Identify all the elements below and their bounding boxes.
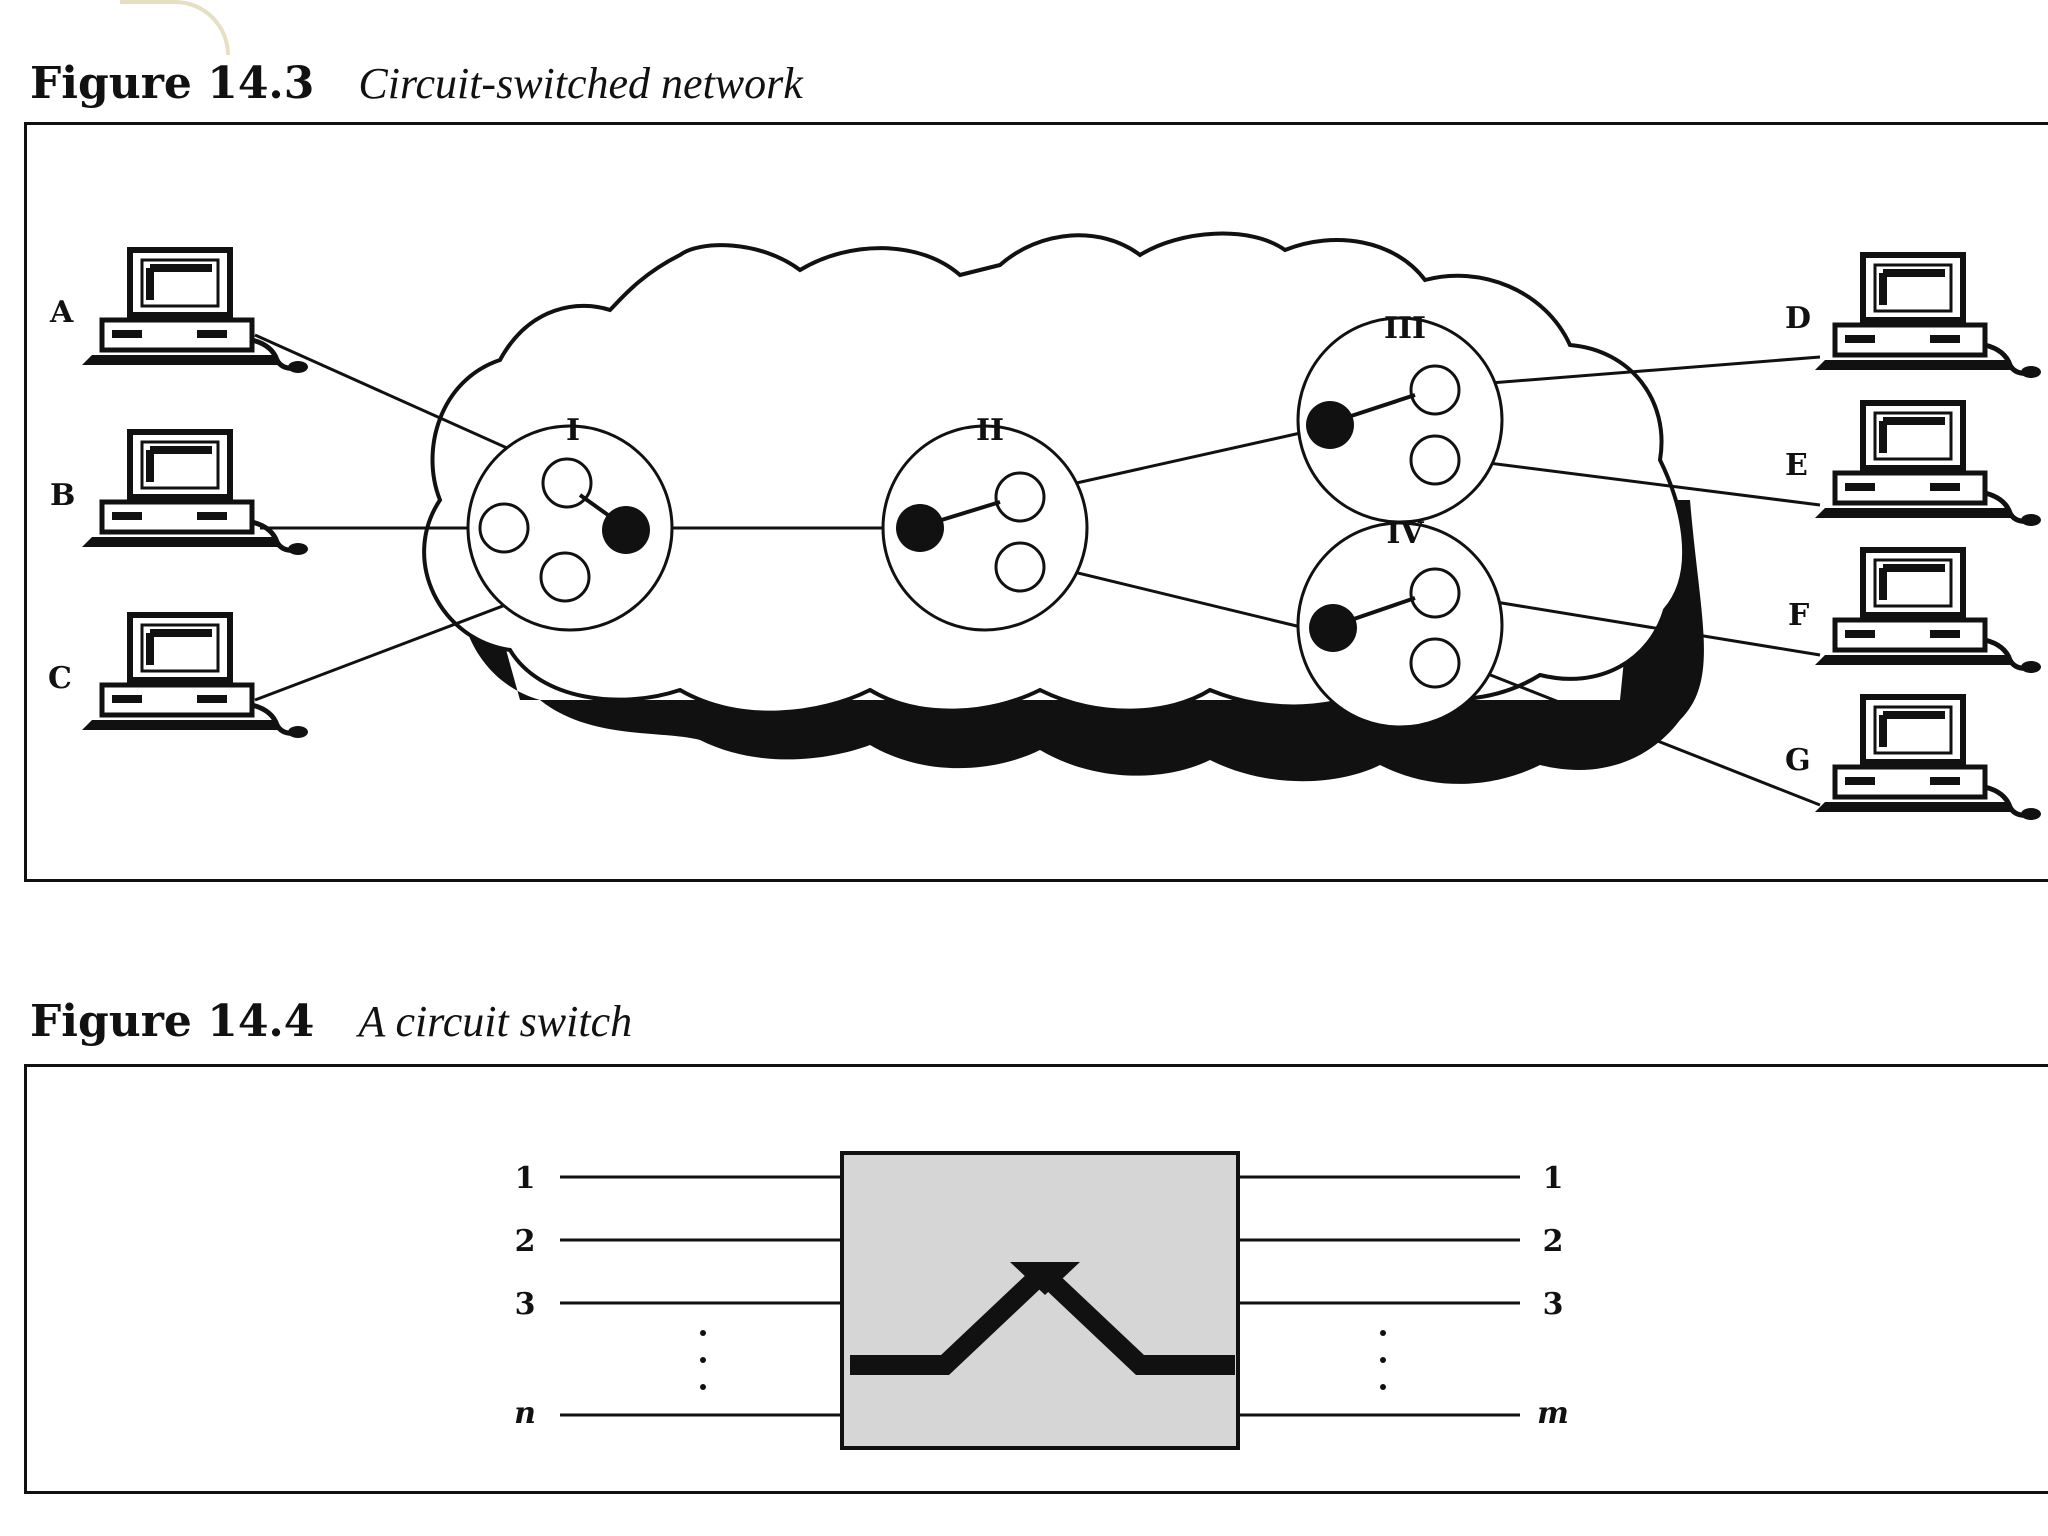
station-c-computer	[82, 615, 308, 738]
output-1-label: 1	[1543, 1161, 1564, 1196]
switch-ii	[881, 424, 1089, 632]
station-a-label: A	[49, 295, 74, 330]
station-d-computer	[1815, 255, 2041, 378]
input-3-label: 3	[515, 1287, 536, 1322]
station-a-computer	[82, 250, 308, 373]
figure-14-4-frame	[24, 1064, 2048, 1494]
station-g-label: G	[1785, 743, 1811, 778]
switch-i-label: I	[566, 413, 580, 448]
switch-iii-label: III	[1384, 311, 1426, 346]
switch-i	[466, 424, 674, 632]
figure-title: Circuit-switched network	[358, 59, 803, 108]
input-2-label: 2	[515, 1224, 536, 1259]
switch-iv	[1296, 521, 1504, 729]
figure-number: Figure 14.3	[30, 58, 315, 109]
output-3-label: 3	[1543, 1287, 1564, 1322]
station-g-computer	[1815, 697, 2041, 820]
switch-box	[840, 1151, 1240, 1450]
switch-ii-label: II	[976, 413, 1004, 448]
circuit-switch	[560, 1151, 1520, 1450]
output-m-label: m	[1537, 1396, 1569, 1431]
figure-14-3-caption: Figure 14.3 Circuit-switched network	[30, 58, 803, 109]
switch-iii	[1296, 316, 1504, 524]
figure-number: Figure 14.4	[30, 996, 315, 1047]
station-d-label: D	[1785, 301, 1811, 336]
station-b-computer	[82, 432, 308, 555]
switch-iv-label: IV	[1386, 516, 1424, 551]
station-b-label: B	[50, 478, 75, 513]
station-e-computer	[1815, 403, 2041, 526]
station-f-computer	[1815, 550, 2041, 673]
figure-title: A circuit switch	[358, 997, 633, 1046]
station-e-label: E	[1785, 448, 1808, 483]
station-f-label: F	[1788, 598, 1809, 633]
output-2-label: 2	[1543, 1224, 1564, 1259]
network-links	[254, 333, 1821, 807]
figure-14-3-frame	[24, 122, 2048, 882]
figure-14-4-caption: Figure 14.4 A circuit switch	[30, 996, 632, 1047]
input-n-label: n	[514, 1396, 536, 1431]
station-c-label: C	[48, 661, 72, 696]
input-1-label: 1	[515, 1161, 536, 1196]
